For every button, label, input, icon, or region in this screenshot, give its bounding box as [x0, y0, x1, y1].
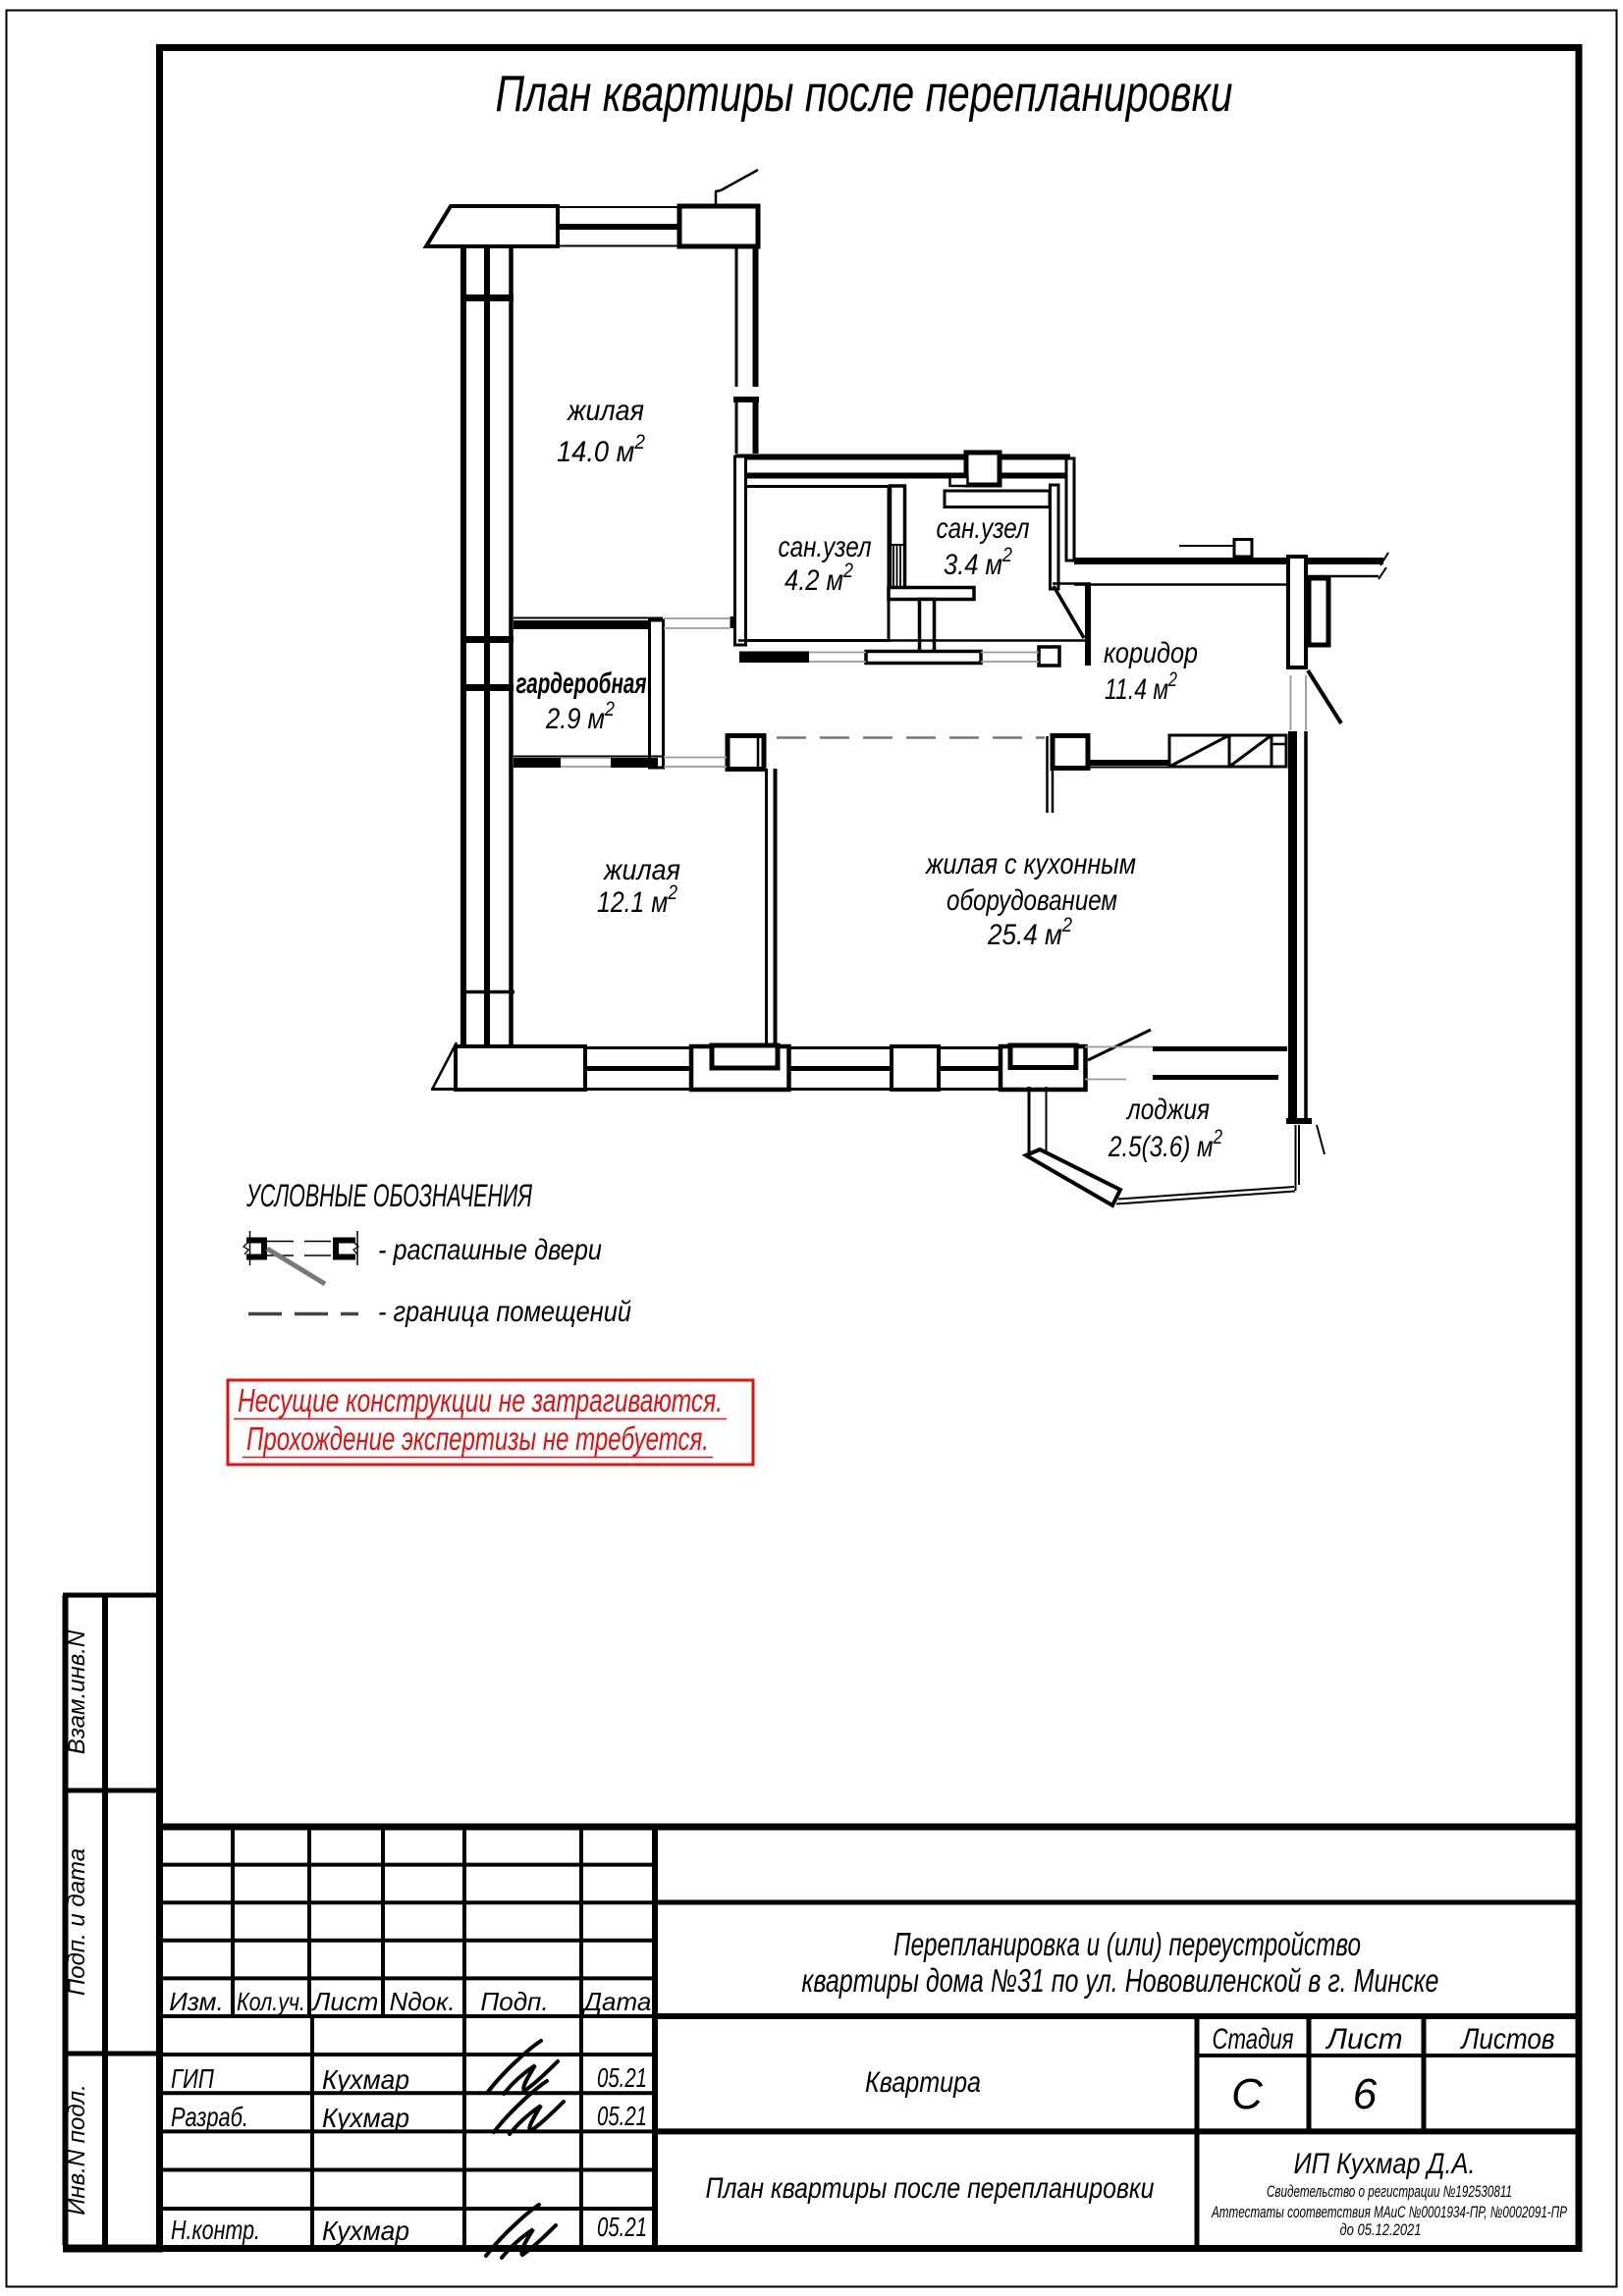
svg-text:Изм.: Изм.	[169, 1987, 223, 2016]
svg-text:жилая с кухонным: жилая с кухонным	[924, 848, 1136, 881]
svg-text:оборудованием: оборудованием	[947, 884, 1117, 917]
svg-text:Разраб.: Разраб.	[171, 2102, 248, 2132]
svg-text:Квартира: Квартира	[865, 2066, 981, 2099]
svg-text:жилая: жилая	[566, 395, 644, 427]
svg-text:2.9 м2: 2.9 м2	[545, 698, 615, 735]
svg-text:до 05.12.2021: до 05.12.2021	[1340, 2221, 1422, 2239]
svg-text:Перепланировка и (или) переуст: Перепланировка и (или) переустройство	[893, 1926, 1361, 1962]
svg-text:05.21: 05.21	[597, 2101, 647, 2131]
svg-text:12.1 м2: 12.1 м2	[597, 881, 677, 919]
svg-text:Подп.: Подп.	[480, 1987, 548, 2016]
svg-text:сан.узел: сан.узел	[779, 531, 872, 563]
svg-text:Nдок.: Nдок.	[389, 1987, 455, 2016]
svg-text:05.21: 05.21	[597, 2212, 647, 2242]
svg-text:сан.узел: сан.узел	[937, 512, 1030, 545]
svg-text:ГИП: ГИП	[171, 2063, 215, 2094]
svg-text:ИП Кухмар Д.А.: ИП Кухмар Д.А.	[1294, 2148, 1476, 2180]
svg-text:Стадия: Стадия	[1213, 2023, 1294, 2056]
svg-text:Кухмар: Кухмар	[322, 2216, 409, 2246]
svg-text:УСЛОВНЫЕ ОБОЗНАЧЕНИЯ: УСЛОВНЫЕ ОБОЗНАЧЕНИЯ	[245, 1178, 532, 1213]
svg-text:Листов: Листов	[1460, 2023, 1555, 2056]
svg-text:Кухмар: Кухмар	[322, 2103, 409, 2133]
svg-text:Инв.N подл.: Инв.N подл.	[64, 2084, 90, 2216]
svg-text:4.2 м2: 4.2 м2	[784, 560, 853, 597]
svg-text:План квартиры после перепланир: План квартиры после перепланировки	[706, 2172, 1155, 2205]
svg-text:25.4 м2: 25.4 м2	[987, 914, 1072, 951]
svg-text:Н.контр.: Н.контр.	[171, 2215, 260, 2245]
svg-text:Подп. и дата: Подп. и дата	[64, 1848, 90, 1996]
svg-text:11.4 м2: 11.4 м2	[1105, 668, 1177, 706]
svg-text:Кол.уч.: Кол.уч.	[237, 1987, 305, 2016]
svg-text:коридор: коридор	[1104, 637, 1198, 669]
svg-text:Дата: Дата	[581, 1987, 652, 2016]
svg-text:Лист: Лист	[311, 1987, 379, 2016]
svg-text:2.5(3.6) м2: 2.5(3.6) м2	[1108, 1126, 1222, 1163]
svg-text:Кухмар: Кухмар	[322, 2064, 409, 2095]
svg-text:План квартиры после перепланир: План квартиры после перепланировки	[496, 66, 1233, 123]
svg-text:Взам.инв.N: Взам.инв.N	[64, 1629, 90, 1754]
svg-text:С: С	[1231, 2070, 1264, 2118]
svg-text:Прохождение экспертизы не треб: Прохождение экспертизы не требуется.	[246, 1420, 709, 1457]
svg-text:Аттестаты соответствия МАиС №0: Аттестаты соответствия МАиС №0001934-ПР,…	[1211, 2204, 1567, 2221]
svg-text:Несущие конструкции не затраги: Несущие конструкции не затрагиваются.	[238, 1382, 723, 1418]
svg-text:жилая: жилая	[602, 854, 680, 886]
svg-text:6: 6	[1353, 2070, 1378, 2118]
svg-text:- граница помещений: - граница помещений	[378, 1296, 631, 1328]
svg-text:гардеробная: гардеробная	[516, 667, 647, 700]
svg-text:3.4 м2: 3.4 м2	[944, 544, 1012, 581]
svg-text:квартиры дома №31 по ул. Новов: квартиры дома №31 по ул. Нововиленской в…	[802, 1962, 1439, 1999]
svg-text:лоджия: лоджия	[1125, 1094, 1210, 1126]
svg-text:Лист: Лист	[1325, 2023, 1402, 2056]
svg-text:Свидетельство о регистрации №1: Свидетельство о регистрации №192530811	[1267, 2183, 1512, 2201]
svg-text:14.0 м2: 14.0 м2	[557, 431, 645, 468]
svg-text:05.21: 05.21	[597, 2062, 647, 2093]
svg-text:- распашные двери: - распашные двери	[378, 1234, 602, 1266]
